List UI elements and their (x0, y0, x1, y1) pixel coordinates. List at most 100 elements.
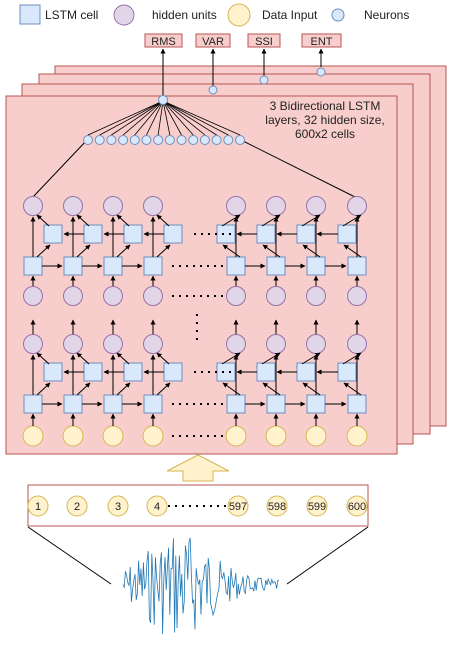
backward-to-hidden-arrow (221, 214, 241, 227)
lstm-backward-cell (43, 224, 63, 244)
backward-to-hidden-arrow (261, 352, 281, 365)
output-box-rms (144, 33, 183, 48)
neuron-fan-line (99, 100, 164, 136)
input-to-backward-arrow (302, 382, 321, 396)
input-sample-label: 2 (74, 501, 80, 513)
backward-to-hidden-arrow (156, 214, 170, 227)
input-sample-label: 598 (268, 501, 286, 513)
input-sample-circle (346, 495, 368, 517)
input-sample-label: 3 (115, 501, 121, 513)
backward-to-hidden-arrow (116, 352, 130, 365)
dense-neuron (176, 135, 187, 145)
input-node (265, 425, 287, 447)
neuron-fan-line (157, 100, 164, 136)
lstm-backward-cell (216, 224, 236, 244)
input-flow-arrow (166, 454, 230, 482)
hidden-unit (143, 196, 163, 216)
neuron-fan-line (134, 100, 164, 136)
dense-neuron (94, 135, 105, 145)
dense-neuron (235, 135, 245, 145)
output-label-ssi: SSI (255, 36, 273, 48)
input-sample-label: 1 (35, 501, 41, 513)
input-sample-circle (107, 495, 129, 517)
input-node (22, 425, 44, 447)
neuron-fan-line (162, 100, 194, 136)
input-sample-circle (266, 495, 288, 517)
aggregation-neuron (158, 95, 168, 105)
input-node (346, 425, 368, 447)
model-description: 3 Bidirectional LSTM layers, 32 hidden s… (265, 99, 384, 141)
neuron-fan-line (111, 100, 164, 136)
backward-to-hidden-arrow (156, 352, 170, 365)
output-box-ssi (247, 33, 281, 48)
neuron-fan-line (87, 100, 164, 136)
neuron-fan-line (146, 100, 164, 136)
backward-to-hidden-arrow (221, 352, 241, 365)
hidden-unit (226, 196, 246, 216)
lstm-backward-cell (163, 224, 183, 244)
dense-neuron (118, 135, 129, 145)
lstm-forward-cell (226, 256, 246, 276)
dense-neuron (199, 135, 210, 145)
funnel-right-edge (240, 139, 358, 199)
data-input-legend-icon (227, 3, 251, 27)
hidden-unit-intermediate (23, 286, 43, 306)
input-to-backward-arrow (36, 244, 51, 258)
funnel-left-edge (31, 139, 88, 199)
lstm-cell-legend-icon (19, 4, 41, 25)
lstm-backward-cell (337, 224, 357, 244)
lstm-backward-cell (296, 224, 316, 244)
output-box-ent (301, 33, 342, 48)
input-sample-label: 599 (308, 501, 326, 513)
lstm-forward-cell (347, 256, 367, 276)
backward-to-hidden-arrow (116, 214, 130, 227)
lstm-forward-cell (23, 394, 43, 414)
hidden-unit (347, 196, 367, 216)
hidden-unit-intermediate (143, 286, 163, 306)
hidden-unit (306, 196, 326, 216)
signal-funnel-right (286, 526, 369, 585)
lstm-forward-cell (143, 256, 163, 276)
legend-lstm-cell-label: LSTM cell (45, 8, 98, 22)
input-sample-label: 600 (348, 501, 366, 513)
hidden-unit (23, 196, 43, 216)
dense-neuron (164, 135, 175, 145)
input-to-backward-arrow (76, 244, 91, 258)
input-to-backward-arrow (222, 382, 241, 396)
lstm-forward-cell (347, 394, 367, 414)
legend: LSTM cell hidden units Data Input Neuron… (19, 3, 409, 27)
input-sample-circle (66, 495, 88, 517)
neuron-fan-line (162, 100, 217, 136)
input-to-backward-arrow (156, 382, 171, 396)
lstm-backward-cell (163, 362, 183, 382)
lstm-backward-cell (123, 362, 143, 382)
hidden-unit (226, 334, 246, 354)
lstm-forward-cell (306, 394, 326, 414)
neuron-fan-line (162, 100, 229, 136)
signal-funnel-left (27, 526, 112, 585)
input-sample-circle (146, 495, 168, 517)
backward-to-hidden-arrow (261, 214, 281, 227)
input-to-backward-arrow (343, 244, 362, 258)
outputs: RMS VAR SSI ENT (144, 33, 342, 48)
backward-to-hidden-arrow (342, 214, 362, 227)
backward-to-hidden-arrow (301, 352, 321, 365)
input-sample-circle (227, 495, 249, 517)
lstm-backward-cell (43, 362, 63, 382)
lstm-forward-cell (103, 394, 123, 414)
input-node (62, 425, 84, 447)
lstm-backward-cell (216, 362, 236, 382)
dense-neuron (211, 135, 222, 145)
dense-neuron (223, 135, 234, 145)
legend-data-input-label: Data Input (262, 8, 318, 22)
neuron-fan-line (162, 100, 182, 136)
input-sample-label: 4 (154, 501, 160, 513)
neuron-fan-line (122, 100, 164, 136)
input-node (225, 425, 247, 447)
raw-signal-waveform (122, 537, 280, 635)
lstm-forward-cell (143, 394, 163, 414)
lstm-forward-cell (306, 256, 326, 276)
dense-neuron (153, 135, 164, 145)
legend-hidden-units-label: hidden units (152, 8, 217, 22)
